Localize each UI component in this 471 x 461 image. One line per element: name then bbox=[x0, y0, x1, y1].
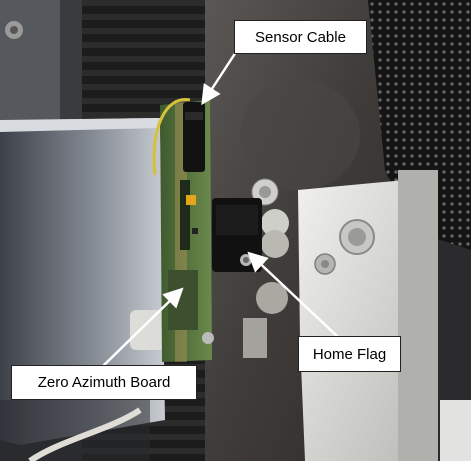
sensor-cable-label: Sensor Cable bbox=[234, 20, 367, 54]
home-flag-label: Home Flag bbox=[298, 336, 401, 372]
zero-azimuth-board-label: Zero Azimuth Board bbox=[11, 365, 197, 400]
